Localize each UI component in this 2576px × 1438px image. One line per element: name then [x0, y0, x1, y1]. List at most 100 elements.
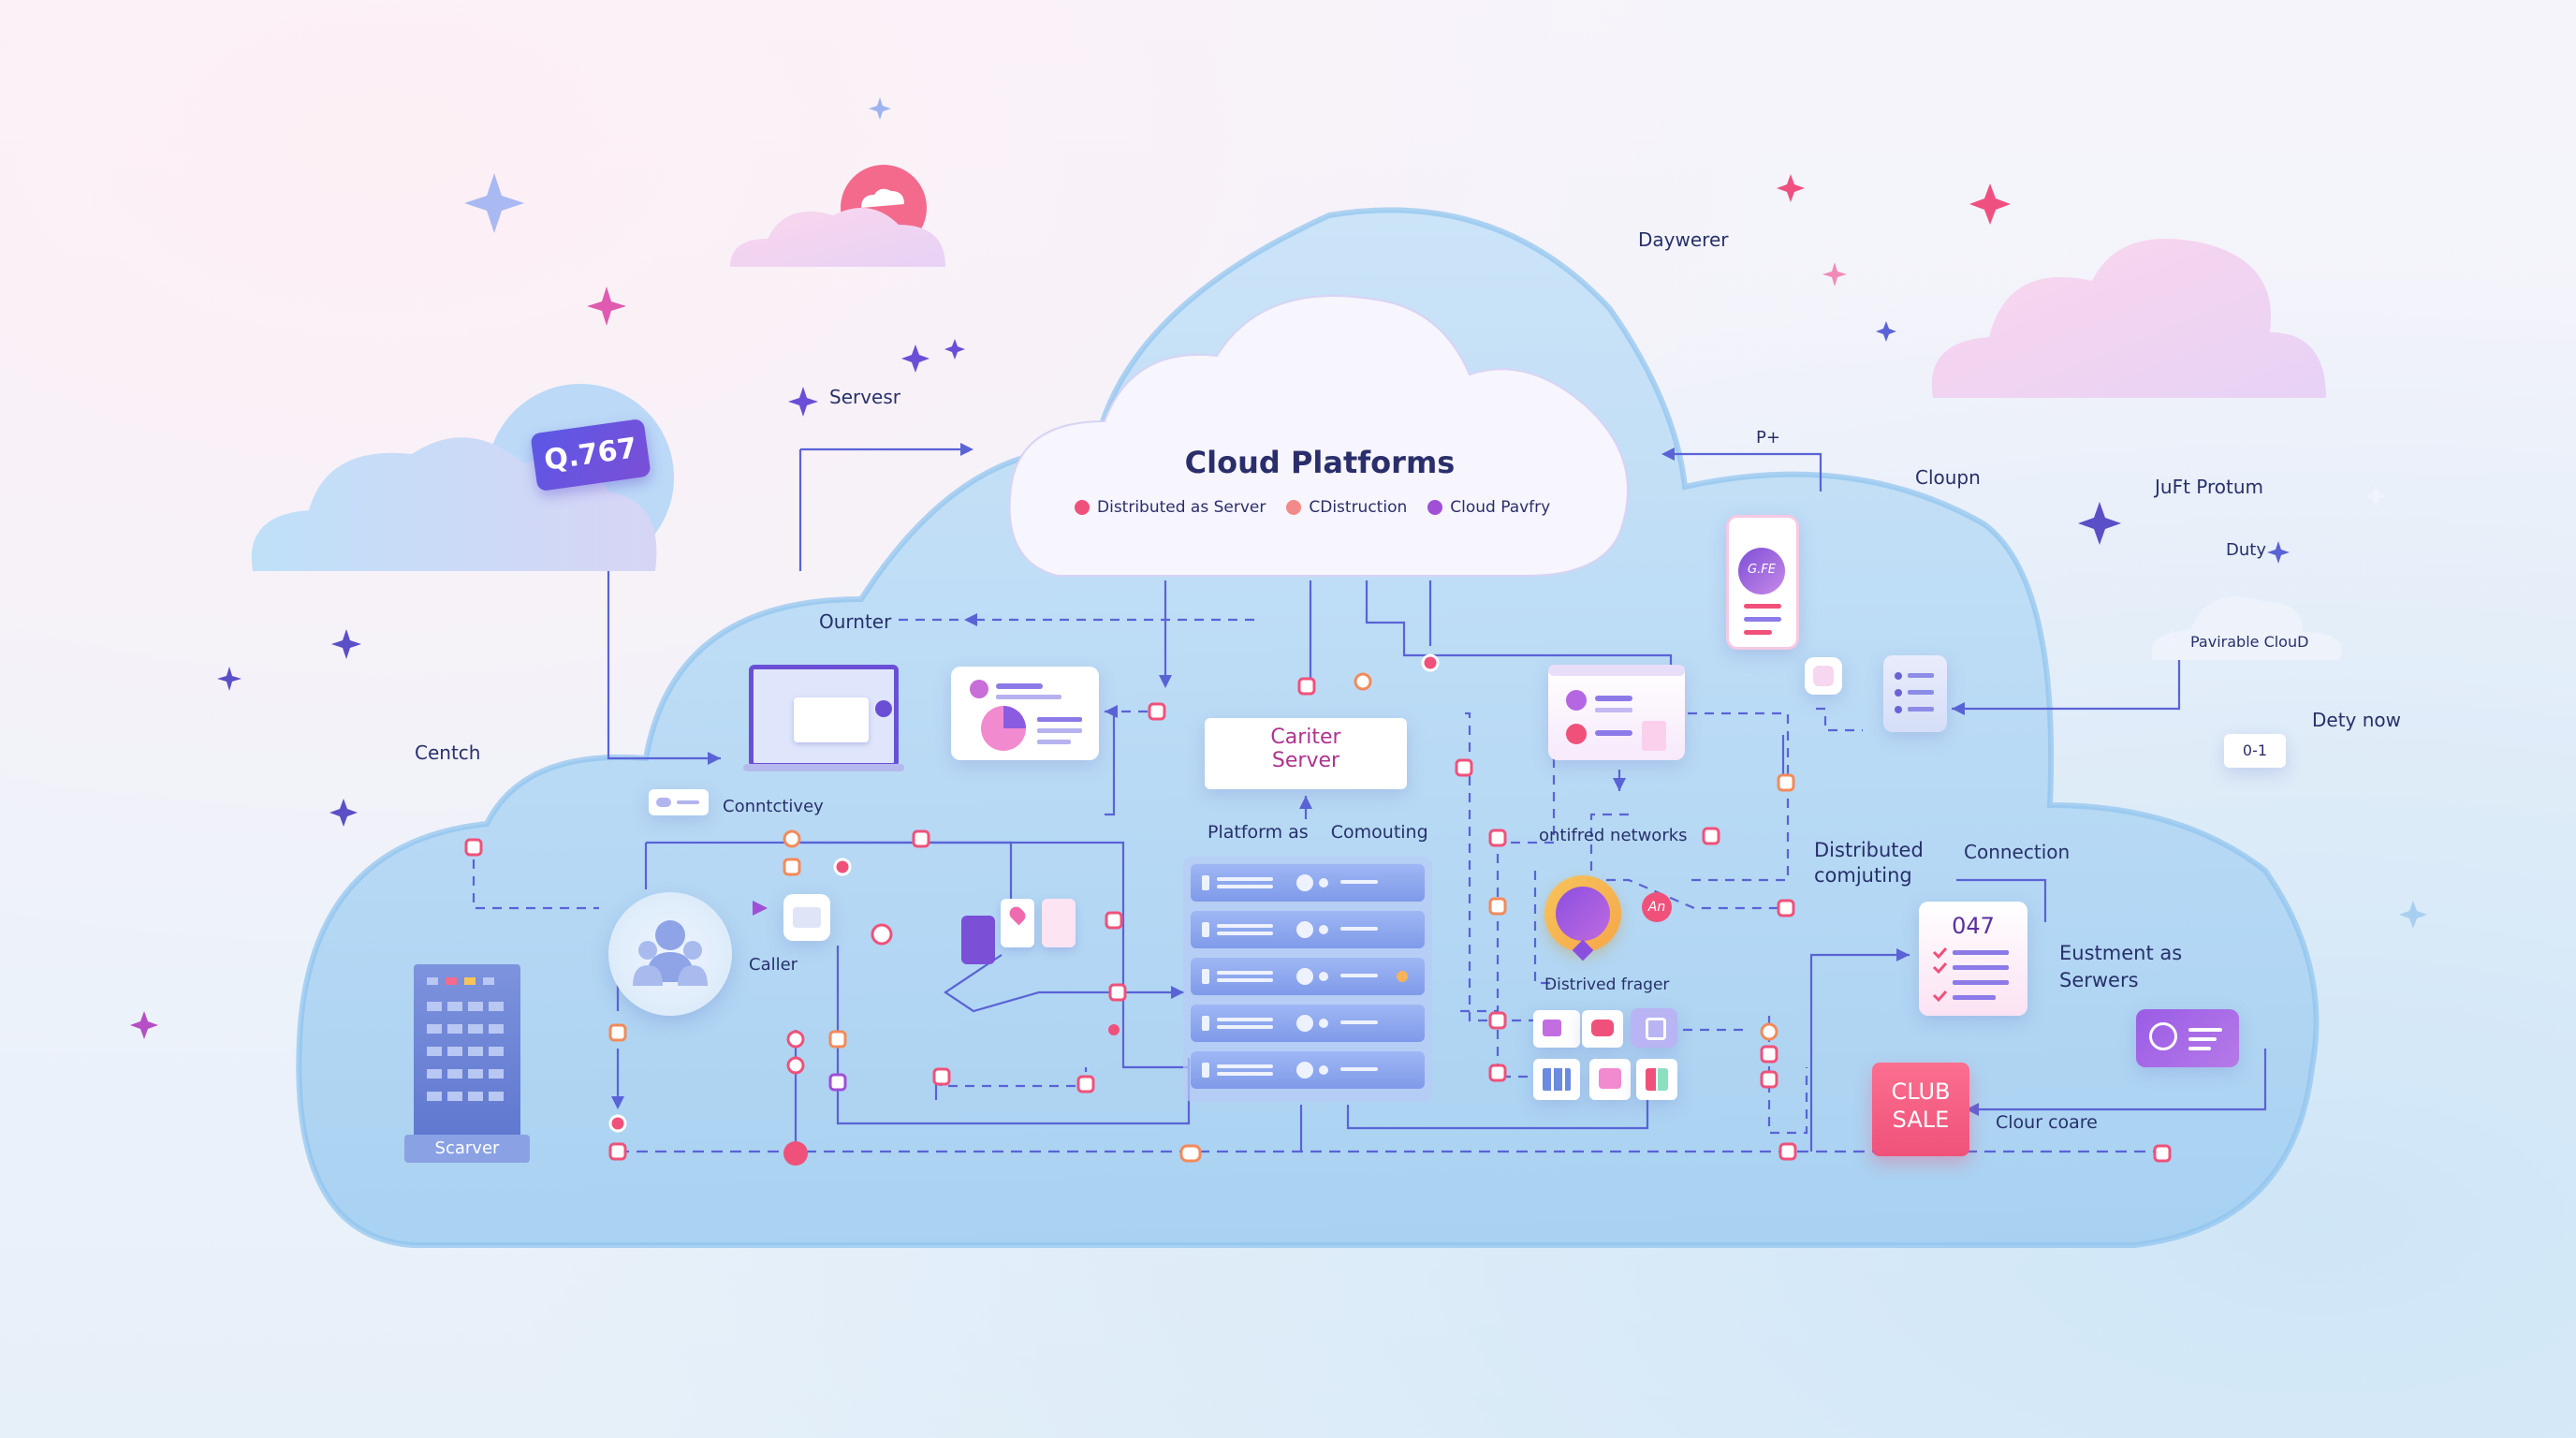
building-windows: [427, 977, 504, 1101]
clock-line: [2188, 1047, 2211, 1050]
app-tile-media: [1589, 1059, 1631, 1100]
analytics-card: [951, 667, 1099, 760]
image-icon: [1543, 1020, 1561, 1036]
club-sale-button[interactable]: CLUB SALE: [1872, 1063, 1969, 1156]
legend-label: CDistruction: [1309, 498, 1408, 517]
distributed-line-1: Distributed: [1814, 839, 1924, 861]
legend-label: Distributed as Server: [1097, 498, 1266, 517]
eustment-line-2: Serwers: [2059, 969, 2139, 991]
clock-card: [2136, 1009, 2239, 1067]
small-pink-cloud: [730, 165, 945, 267]
users-circle: [608, 892, 732, 1016]
legend-dot: [1075, 500, 1090, 515]
app-tile-phone: [1631, 1008, 1677, 1048]
label-pplus: P+: [1756, 428, 1780, 448]
distributed-line-2: comjuting: [1814, 864, 1912, 887]
phone-line: [1744, 617, 1781, 622]
label-cloupn: Cloupn: [1915, 466, 1981, 489]
carter-server-line-1: Cariter: [1270, 726, 1341, 749]
title-cloud-shape: [1008, 295, 1629, 577]
checklist-icon: [1932, 947, 2009, 1003]
phone-card: G.FE: [1726, 515, 1799, 650]
label-ournter: Ournter: [819, 610, 892, 633]
label-connection: Connection: [1964, 841, 2071, 863]
label-pavirable-cloud: Pavirable ClouD: [2190, 633, 2309, 651]
label-caller: Caller: [749, 955, 798, 975]
label-juft-protum: JuFt Protum: [2155, 476, 2264, 498]
legend-dot: [1286, 500, 1302, 515]
label-clour-coare: Clour coare: [1996, 1112, 2098, 1133]
chat-icon: [1591, 1020, 1614, 1036]
label-platform-as: Platform as Comouting: [1208, 822, 1428, 843]
connectivity-pill: [649, 789, 709, 815]
clock-icon: [2149, 1022, 2177, 1050]
search-tile: [1805, 657, 1842, 695]
grid-icon: [1646, 1068, 1668, 1091]
laptop-card: [743, 665, 908, 777]
laptop-base: [743, 764, 904, 771]
phone-line: [1744, 604, 1781, 609]
checklist-card: 047: [1919, 902, 2027, 1016]
clock-line: [2188, 1037, 2217, 1041]
app-tile-chart: [1533, 1059, 1580, 1100]
diagram-title: Cloud Platforms: [1184, 445, 1456, 480]
list-tile: [1883, 655, 1947, 732]
club-sale-line-1: CLUB: [1891, 1078, 1951, 1105]
location-badge-inner: [1556, 887, 1610, 941]
counter-badge: 0-1: [2224, 734, 2286, 768]
arrowheads: [611, 443, 1979, 1116]
toggle-icon: [656, 798, 671, 807]
device-phone-pink: [1042, 899, 1076, 947]
server-rack-graphic: [1183, 857, 1432, 1102]
legend-item: Cloud Pavfry: [1427, 498, 1550, 517]
top-right-cloud: [1931, 239, 2326, 398]
phone-icon: [1646, 1018, 1666, 1040]
office-building: Scarver: [404, 964, 530, 1168]
connector-nodes: [464, 653, 2172, 1166]
legend-label: Cloud Pavfry: [1450, 498, 1551, 517]
counter-text: 0-1: [2242, 741, 2268, 759]
platform-as-text: Platform as: [1208, 822, 1309, 843]
building-label: Scarver: [434, 1138, 500, 1158]
phone-avatar-text: G.FE: [1748, 563, 1776, 577]
app-tiles: [1533, 1006, 1683, 1109]
laptop-window: [794, 697, 869, 742]
connector-lines: [472, 448, 2267, 1153]
label-centch: Centch: [415, 741, 481, 764]
clock-line: [2188, 1028, 2222, 1032]
app-tile-image: [1533, 1010, 1580, 1048]
device-phone-purple: [961, 916, 995, 964]
legend-item: CDistruction: [1286, 498, 1407, 517]
users-icon: [633, 920, 708, 986]
sparkles: [130, 97, 2427, 1039]
carter-server-line-2: Server: [1271, 749, 1340, 772]
location-badge: [1544, 875, 1621, 961]
bar-chart-icon: [1543, 1068, 1571, 1091]
title-cloud: Cloud Platforms Distributed as Server CD…: [1002, 281, 1638, 580]
label-servesr: Servesr: [829, 386, 901, 408]
phone-line: [1744, 630, 1772, 635]
label-eustment: Eustment as Serwers: [2059, 940, 2182, 994]
pie-chart-icon: [970, 680, 1082, 751]
legend-item: Distributed as Server: [1075, 498, 1266, 517]
label-distributed-computing: Distributed comjuting: [1814, 838, 1924, 888]
carter-server-card: Cariter Server: [1205, 718, 1407, 789]
label-distrived-frager: Distrived frager: [1544, 976, 1670, 994]
folder-tile: [783, 894, 830, 941]
app-tile-chat: [1582, 1010, 1623, 1048]
toggle-line: [677, 800, 699, 804]
dashboard-graphic: [1548, 665, 1685, 751]
label-duty: Duty: [2226, 540, 2266, 560]
right-small-cloud: [2151, 596, 2342, 660]
folder-icon: [793, 907, 821, 928]
label-dety-now: Dety now: [2312, 709, 2402, 731]
title-legend: Distributed as Server CDistruction Cloud…: [1075, 498, 1550, 517]
search-icon: [1813, 666, 1834, 686]
dashboard-card: [1548, 665, 1685, 760]
checklist-number: 047: [1952, 913, 1995, 939]
eustment-line-1: Eustment as: [2059, 942, 2183, 964]
building-base: [404, 1135, 530, 1163]
legend-dot: [1427, 500, 1443, 515]
comouting-text: Comouting: [1330, 822, 1428, 843]
list-icon: [1895, 672, 1934, 713]
